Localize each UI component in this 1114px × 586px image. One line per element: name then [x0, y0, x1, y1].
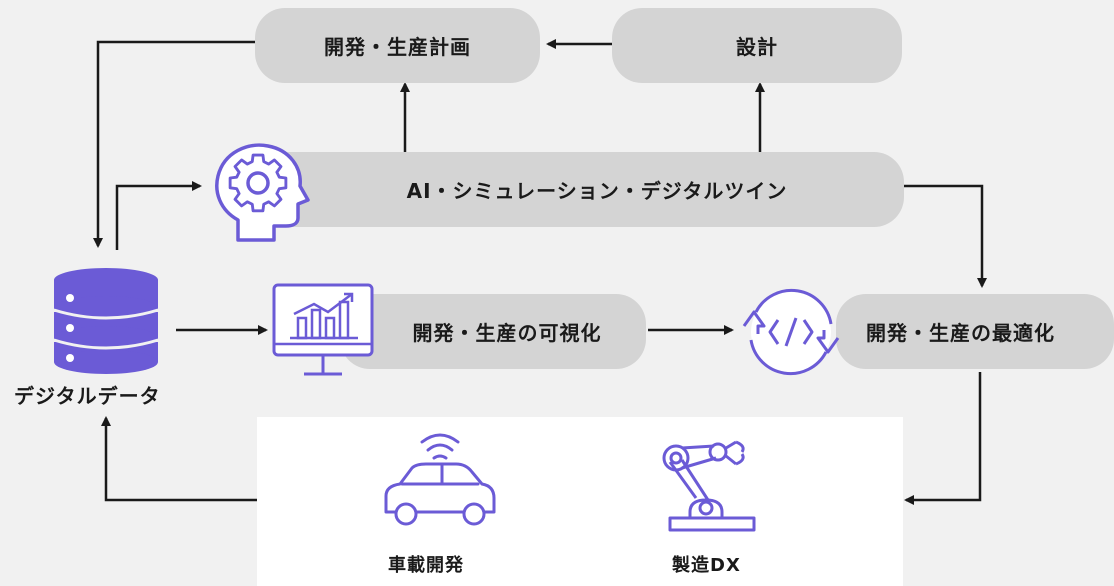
node-optimize-label: 開発・生産の最適化 [866, 321, 1055, 345]
node-data-label: デジタルデータ [14, 384, 161, 408]
node-plan: 開発・生産計画 [255, 8, 540, 83]
robot-arm-icon [662, 440, 756, 532]
node-visualize-label: 開発・生産の可視化 [412, 321, 602, 345]
database-icon [53, 268, 159, 374]
arrow-plan-to-data [93, 40, 260, 248]
node-ai-label: AI・シミュレーション・デジタルツイン [406, 179, 788, 203]
code-cycle-icon [742, 288, 840, 376]
node-dx-label: 製造DX [672, 555, 741, 576]
node-design-label: 設計 [736, 35, 778, 59]
connected-car-icon [384, 433, 496, 526]
dashboard-chart-icon [272, 283, 374, 376]
node-visualize: 開発・生産の可視化 [340, 294, 646, 369]
output-panel [257, 417, 903, 586]
node-plan-label: 開発・生産計画 [324, 35, 471, 59]
node-vehicle-label: 車載開発 [388, 555, 464, 576]
node-optimize: 開発・生産の最適化 [836, 294, 1114, 369]
node-ai: AI・シミュレーション・デジタルツイン [240, 152, 904, 227]
arrow-optimize-to-panel [904, 372, 982, 505]
arrow-ai-to-optimize [902, 184, 987, 288]
node-design: 設計 [612, 8, 902, 83]
arrow-panel-to-data [101, 416, 257, 502]
arrow-data-to-ai [115, 181, 202, 250]
ai-head-gear-icon [215, 143, 310, 242]
